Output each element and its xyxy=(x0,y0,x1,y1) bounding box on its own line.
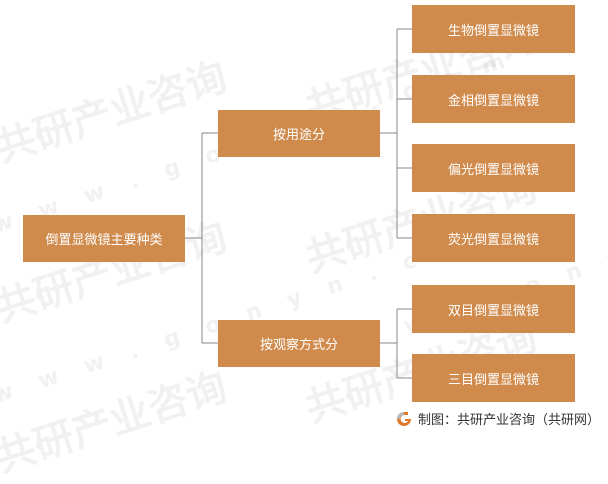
source-credit: 制图：共研产业咨询（共研网） xyxy=(396,409,600,428)
leaf-node: 金相倒置显微镜 xyxy=(412,75,575,123)
leaf-node: 偏光倒置显微镜 xyxy=(412,144,575,192)
diagram-canvas: 共研产业咨询 w w w . g o n y n . c o m 共研产业咨询 … xyxy=(0,5,608,482)
leaf-node: 双目倒置显微镜 xyxy=(412,285,575,333)
connector-lines xyxy=(185,28,412,379)
source-text: 制图：共研产业咨询（共研网） xyxy=(417,413,600,428)
leaf-node: 三目倒置显微镜 xyxy=(412,354,575,402)
brand-logo-icon xyxy=(396,411,412,427)
leaf-node: 荧光倒置显微镜 xyxy=(412,214,575,262)
root-node: 倒置显微镜主要种类 xyxy=(23,215,185,262)
leaf-node: 生物倒置显微镜 xyxy=(412,5,575,53)
branch-node-by-observation: 按观察方式分 xyxy=(218,320,380,367)
branch-node-by-use: 按用途分 xyxy=(218,110,380,157)
